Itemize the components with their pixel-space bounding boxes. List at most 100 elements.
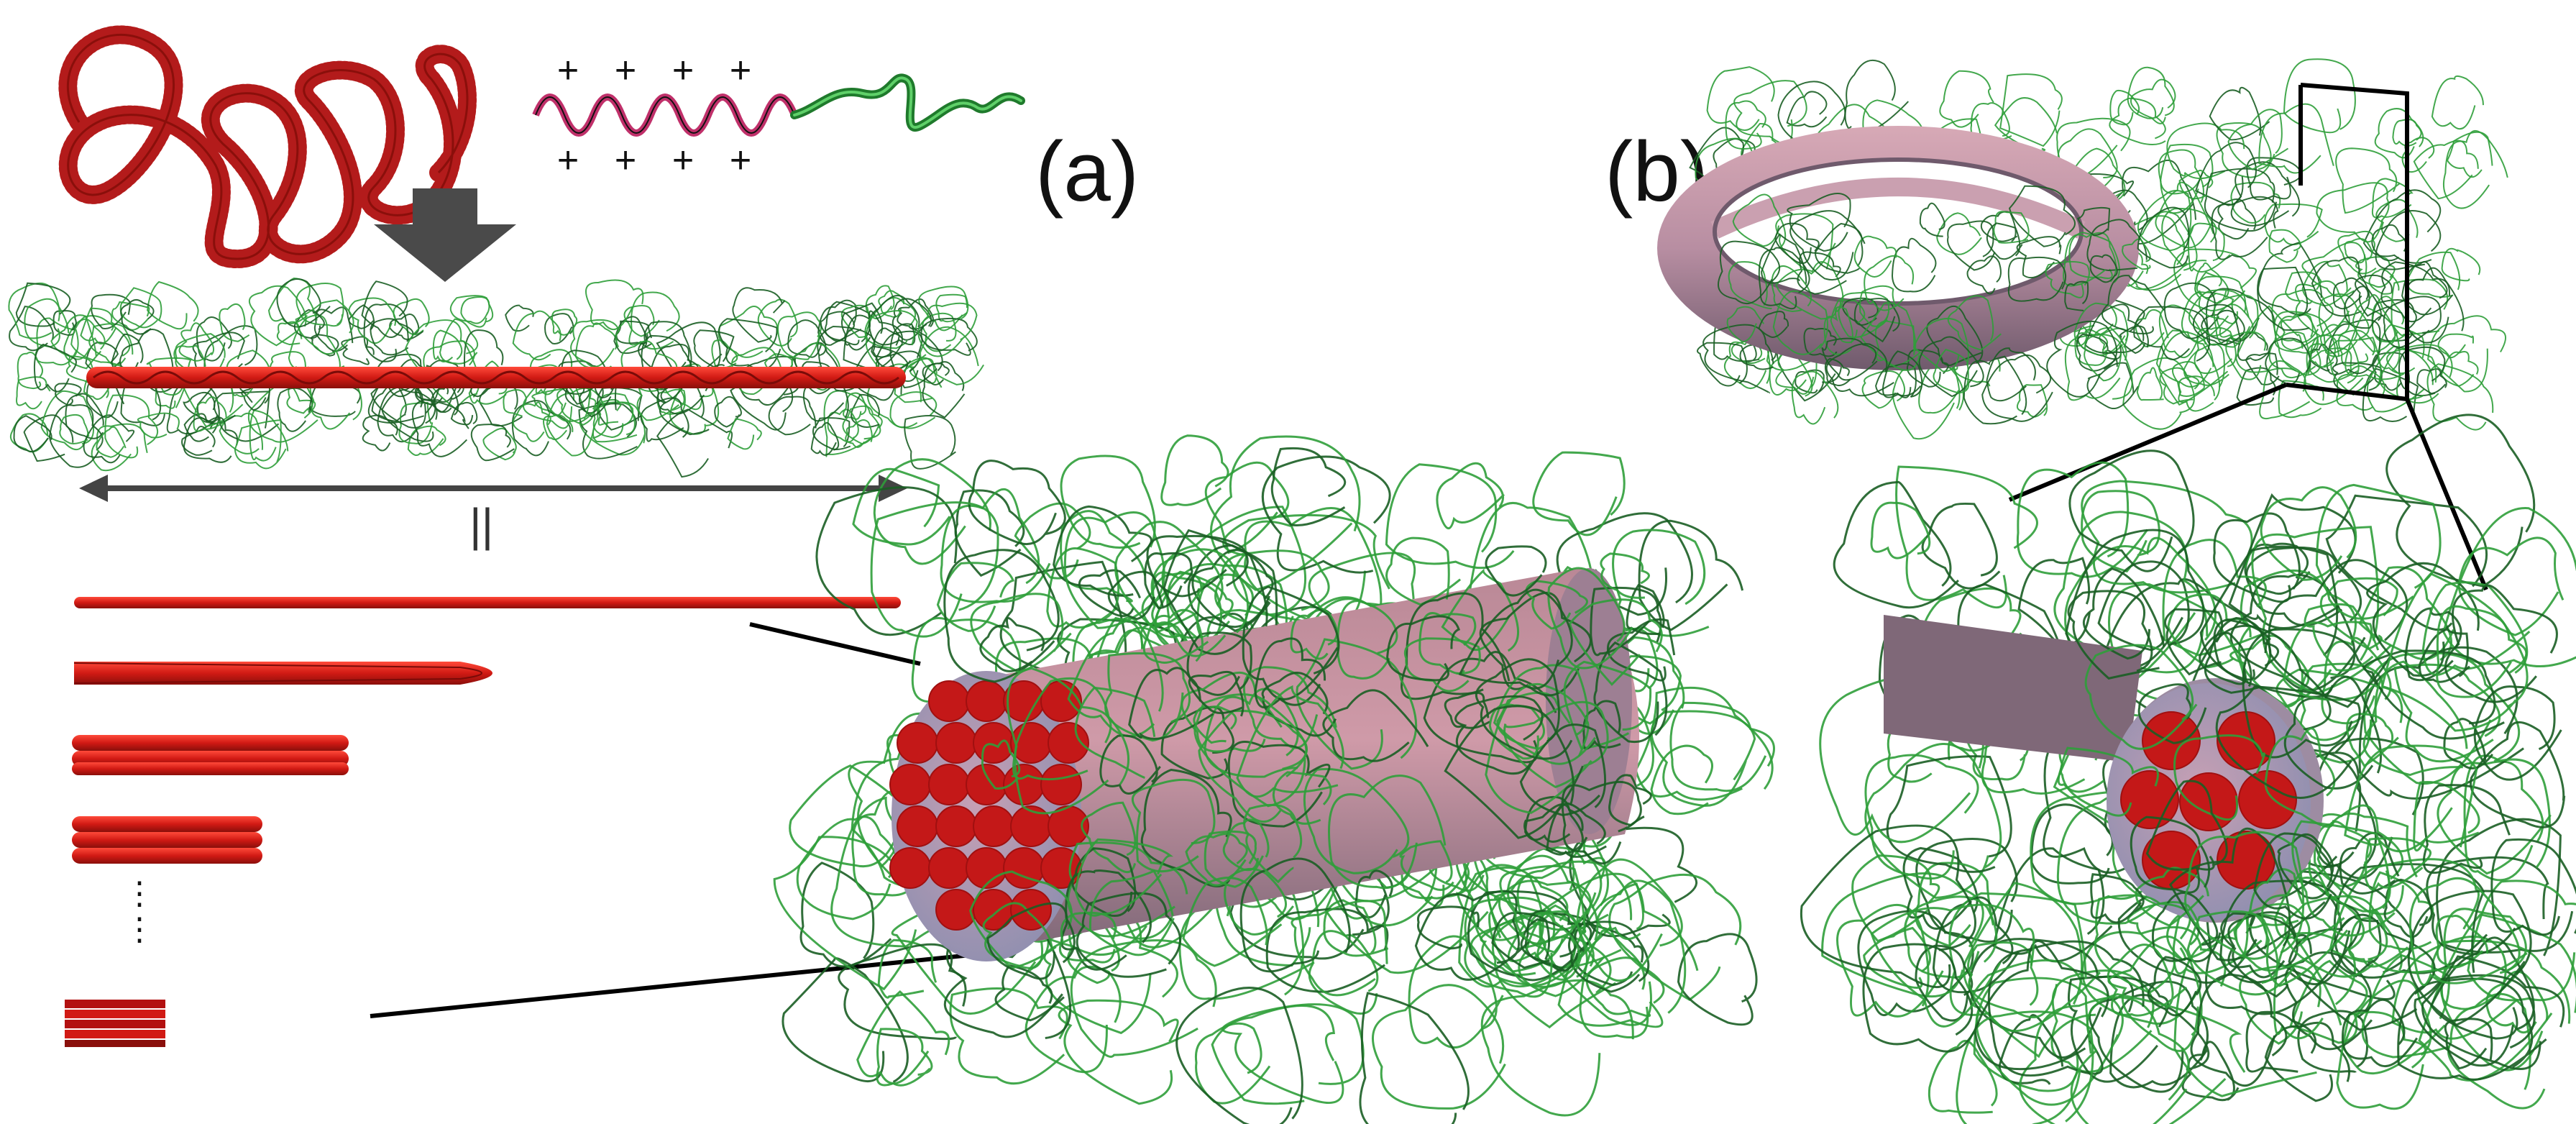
polymer-chain — [1518, 904, 1605, 997]
polymer-chain — [2304, 603, 2380, 672]
polymer-chain — [2419, 628, 2470, 683]
polymer-chain — [1063, 511, 1168, 629]
polymer-chain — [1939, 70, 1994, 128]
polymer-chain — [2437, 333, 2475, 359]
polymer-chain — [2064, 280, 2089, 311]
polymer-chain — [1464, 896, 1580, 998]
polymer-chain — [2109, 89, 2140, 126]
polymer-chain — [2264, 727, 2336, 828]
polymer-chain — [2260, 486, 2357, 581]
polymer-chain — [1107, 570, 1164, 621]
polymer-chain — [13, 415, 52, 453]
fiber-cross-section — [928, 680, 970, 722]
polymer-chain — [146, 357, 192, 396]
fiber-cross-section — [935, 805, 977, 847]
polymer-chain — [2397, 977, 2547, 1081]
polymer-chain — [2166, 122, 2245, 180]
polymer-chain — [878, 290, 905, 318]
polymer-chain — [1303, 768, 1410, 874]
polymer-chain — [2371, 296, 2408, 343]
polymer-chain — [1322, 689, 1429, 762]
polymer-chain — [2352, 293, 2398, 352]
polymer-chain — [35, 317, 79, 366]
polymer-chain — [1114, 521, 1224, 629]
polymer-chain — [731, 347, 782, 395]
polymer-chain — [949, 987, 1068, 1085]
polymer-chain — [2063, 232, 2117, 287]
polymer-chain — [1204, 687, 1299, 778]
plus-sign: + — [672, 50, 694, 91]
polymer-chain — [2362, 660, 2468, 777]
polymer-chain — [1186, 631, 1252, 696]
polymer-chain — [2030, 803, 2114, 885]
polymer-chain — [1058, 999, 1179, 1105]
polymer-chain — [1986, 222, 2023, 260]
polymer-chain — [2089, 254, 2118, 283]
polymer-chain — [1948, 892, 2101, 1033]
polymer-chain — [1385, 463, 1515, 570]
polymer-chain — [1060, 454, 1156, 549]
polymer-chain — [1860, 302, 1920, 371]
polymer-chain — [1895, 465, 2038, 609]
ellipsis: ⋮ — [124, 876, 155, 911]
polymer-chain — [2237, 332, 2270, 361]
polymer-chain — [1823, 306, 1853, 355]
polymer-chain — [2007, 256, 2067, 302]
polymer-chain — [1458, 854, 1612, 988]
polymer-chain — [1650, 744, 1713, 815]
polymer-chain — [2016, 461, 2149, 578]
polymer-chain — [579, 401, 646, 456]
polymer-chain — [1638, 519, 1744, 631]
polymer-chain — [1962, 882, 2096, 1059]
polymer-chain — [1626, 584, 1665, 635]
polymer-chain — [83, 414, 135, 464]
polymer-chain — [815, 486, 958, 636]
polymer-chain — [592, 401, 634, 439]
polymer-chain — [2407, 890, 2532, 1026]
folded-fiber-3 — [72, 816, 262, 864]
polymer-chain — [398, 401, 434, 444]
polymer-chain — [505, 304, 534, 332]
polymer-chain — [1404, 637, 1481, 693]
polymer-chain — [1416, 905, 1480, 950]
polymer-chain — [1401, 592, 1511, 700]
polymer-chain — [1150, 548, 1250, 657]
polymer-chain — [2137, 206, 2190, 269]
zoom-indicator — [2008, 83, 2488, 591]
polymer-chain — [1968, 938, 2135, 1059]
polymer-chain — [48, 404, 104, 468]
polymer-chain — [693, 329, 735, 368]
polymer-chain — [2380, 261, 2450, 322]
polymer-chain — [2192, 303, 2245, 346]
polymer-chain — [2341, 998, 2419, 1067]
polymer-chain — [1789, 210, 1866, 280]
polymer-chain — [1081, 801, 1137, 874]
polymer-chain — [2325, 494, 2488, 631]
polymer-chain — [1891, 237, 1937, 293]
polymer-chain — [2173, 734, 2265, 821]
polymer-chain — [1980, 211, 2018, 242]
polymer-chain — [1503, 700, 1609, 789]
polymer-chain — [2365, 837, 2431, 891]
single-fiber-with-corona — [8, 277, 984, 478]
polymer-chain — [2245, 352, 2280, 385]
polymer-chain — [91, 423, 148, 472]
polymer-chain — [1272, 771, 1332, 825]
polymer-chain — [842, 405, 883, 445]
polymer-chain — [2436, 818, 2574, 956]
polymer-chain — [1775, 261, 1844, 320]
polymer-chain — [2009, 185, 2076, 247]
polymer-chain — [777, 311, 822, 360]
polymer-chain — [219, 303, 250, 342]
plus-sign: + — [557, 50, 579, 91]
polymer-chain — [732, 287, 786, 343]
polymer-chain — [2190, 973, 2288, 1087]
polymer-chain — [2211, 196, 2279, 260]
polymer-chain — [1733, 80, 1807, 145]
polymer-chain — [2283, 621, 2374, 701]
polymer-chain — [1067, 616, 1164, 738]
polymer-chain — [2463, 754, 2551, 882]
polymer-chain — [2187, 222, 2231, 273]
polymer-chain — [2326, 319, 2381, 375]
polymer-chain — [1454, 695, 1544, 775]
